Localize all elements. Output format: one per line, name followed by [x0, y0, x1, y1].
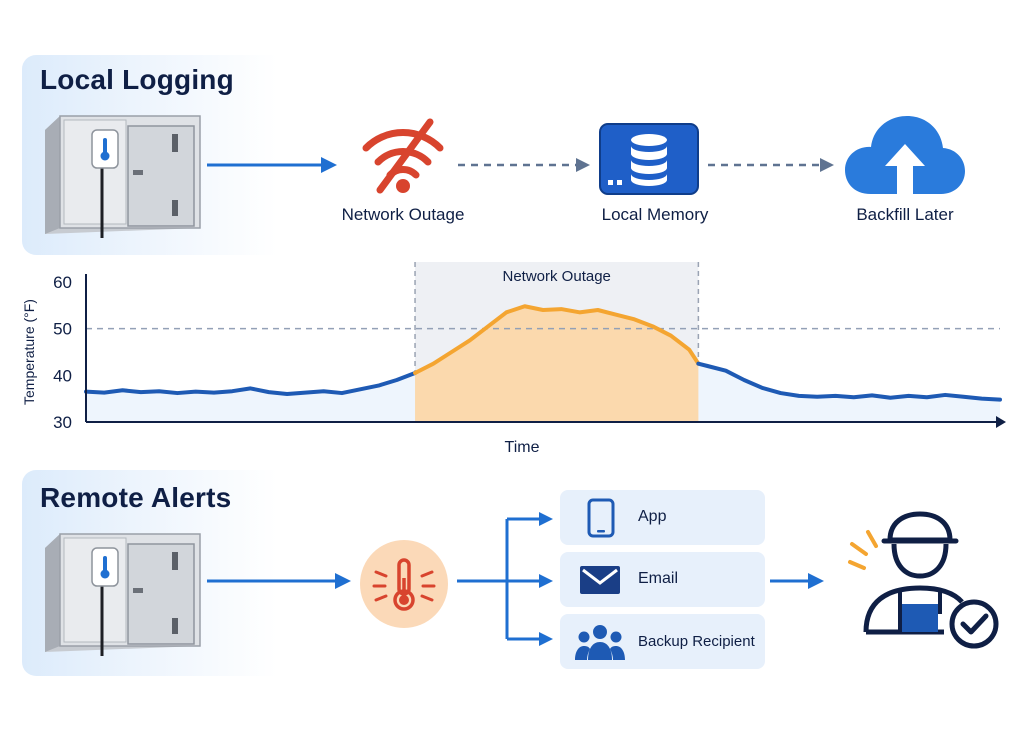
walk-in-cooler-icon: [45, 533, 201, 656]
channel-email: Email: [560, 552, 765, 607]
y-tick-label: 50: [53, 320, 72, 339]
phone-icon: [587, 498, 615, 538]
y-tick-label: 40: [53, 366, 72, 385]
thermometer-alert-icon: [360, 540, 448, 628]
cooler-to-alert-arrow: [207, 573, 351, 589]
y-tick-label: 30: [53, 413, 72, 432]
group-icon: [575, 625, 625, 660]
cooler-to-outage-arrow: [207, 157, 337, 173]
channel-app: App: [560, 490, 765, 545]
local-logging-title: Local Logging: [40, 64, 234, 95]
memory-to-backfill-arrow: [708, 158, 834, 172]
channel-app-label: App: [638, 508, 667, 525]
walk-in-cooler-icon: [45, 115, 201, 238]
remote-alerts-title: Remote Alerts: [40, 482, 232, 513]
outage-to-memory-arrow: [458, 158, 590, 172]
alert-branch-arrows: [457, 512, 553, 646]
network-outage-label: Network Outage: [341, 205, 465, 224]
x-axis-arrowhead: [996, 416, 1006, 428]
channel-backup-recipient-label: Backup Recipient: [638, 633, 755, 650]
outage-band-label: Network Outage: [503, 268, 611, 285]
temperature-line-after-outage: [696, 361, 1002, 402]
channel-email-label: Email: [638, 570, 679, 587]
local-memory-label: Local Memory: [601, 205, 709, 224]
technician-check-icon: [848, 511, 999, 649]
cloud-upload-icon: [845, 116, 965, 194]
outage-area: [415, 306, 699, 422]
envelope-icon: [580, 566, 620, 594]
wifi-off-icon: [362, 118, 444, 194]
database-icon: [599, 123, 699, 195]
y-axis-label: Temperature (°F): [21, 299, 37, 405]
channels-to-technician-arrow: [770, 573, 824, 589]
temperature-line-during-outage: [413, 304, 701, 375]
channel-backup-recipient: Backup Recipient: [560, 614, 765, 669]
y-tick-label: 60: [53, 273, 72, 292]
x-axis-label: Time: [505, 439, 540, 456]
temperature-line-before-outage: [84, 371, 418, 396]
backfill-later-label: Backfill Later: [856, 205, 954, 224]
